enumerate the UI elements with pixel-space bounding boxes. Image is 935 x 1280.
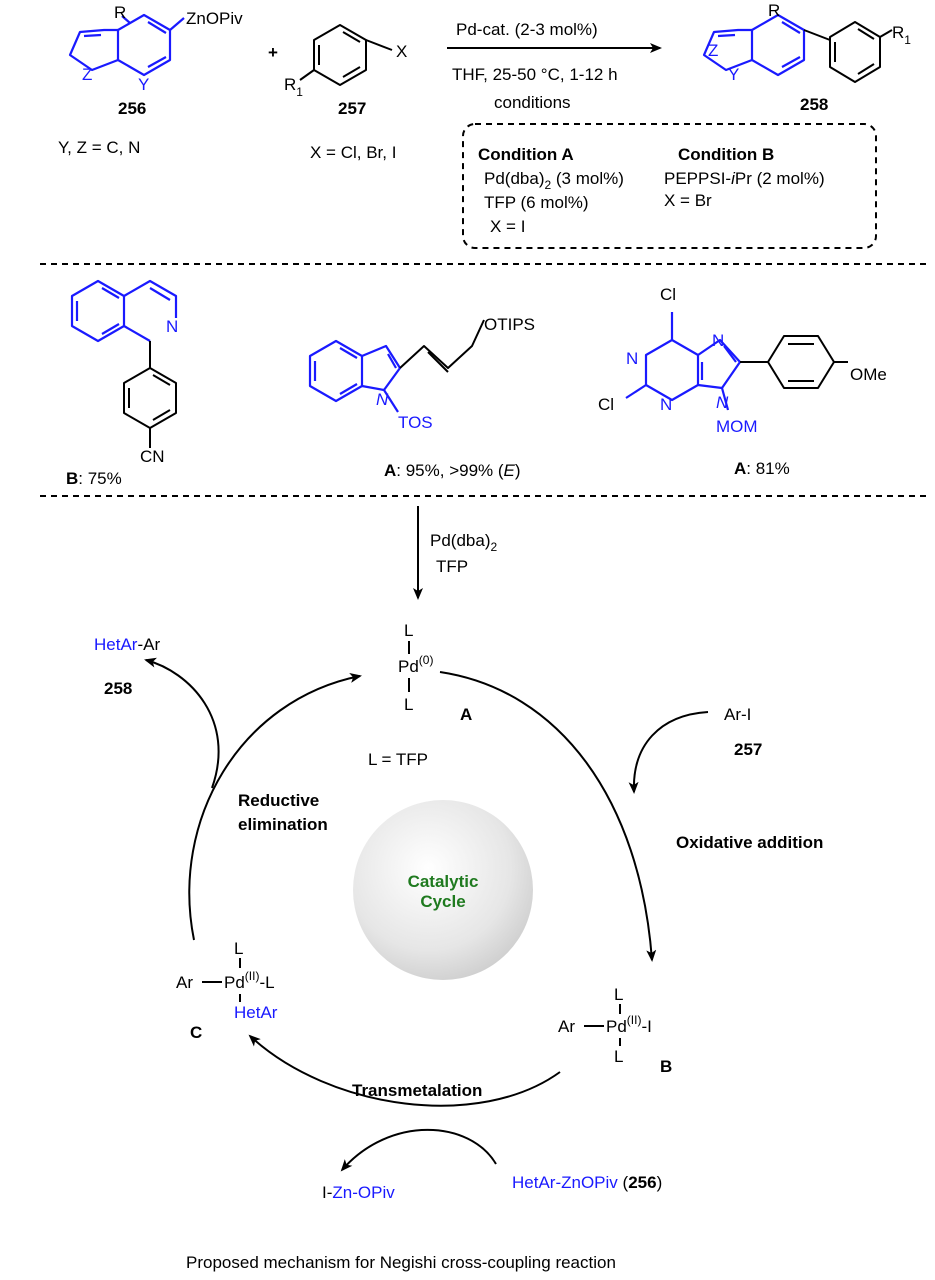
product-release-arrow xyxy=(144,657,220,789)
product-258-Y: Y xyxy=(728,65,739,84)
svg-text:L: L xyxy=(404,695,413,714)
reactant-256-note: Y, Z = C, N xyxy=(58,138,140,157)
svg-text:Pd(II)-I: Pd(II)-I xyxy=(606,1013,652,1036)
activation-ligand: TFP xyxy=(436,557,468,576)
figure-caption: Proposed mechanism for Negishi cross-cou… xyxy=(186,1253,616,1272)
pdII-complex-b: L Ar Pd(II)-I L xyxy=(558,985,652,1066)
example-isoquinoline-structure xyxy=(70,279,178,448)
conditions-box xyxy=(462,123,877,249)
svg-text:L: L xyxy=(614,985,623,1004)
arrow-conditions-ref: conditions xyxy=(494,93,571,112)
arrow-catalyst: Pd-cat. (2-3 mol%) xyxy=(456,20,598,39)
svg-text:L: L xyxy=(614,1047,623,1066)
svg-text:Pd(II)-L: Pd(II)-L xyxy=(224,969,275,992)
example-purine-N7: N xyxy=(712,331,724,350)
example-purine-N3: N xyxy=(660,395,672,414)
example-indole-yield: A: 95%, >99% (E) xyxy=(384,461,521,480)
arrow-conditions: THF, 25-50 °C, 1-12 h xyxy=(452,65,618,84)
cycle-center-line1: Catalytic xyxy=(408,872,479,891)
reductive-elimination-label2: elimination xyxy=(238,815,328,834)
example-isoquinoline-yield: B: 75% xyxy=(66,469,122,488)
ligand-definition: L = TFP xyxy=(368,750,428,769)
svg-text:Ar: Ar xyxy=(176,973,193,992)
svg-text:Ar: Ar xyxy=(558,1017,575,1036)
pdII-c-label: C xyxy=(190,1023,202,1042)
example-indole-OTIPS: OTIPS xyxy=(484,315,535,334)
ar-i-entry-arrow xyxy=(628,711,709,794)
transmetalation-label: Transmetalation xyxy=(352,1081,482,1100)
example-purine-N9: N xyxy=(716,393,729,412)
activation-reagent: Pd(dba)2 xyxy=(430,531,497,554)
reactant-256-group: ZnOPiv xyxy=(186,9,243,28)
pdII-b-label: B xyxy=(660,1057,672,1076)
zn-byproduct: I-Zn-OPiv xyxy=(322,1183,395,1202)
product-258-Z: Z xyxy=(708,41,718,60)
condition-a-line3: X = I xyxy=(490,217,525,236)
reactant-256-label: 256 xyxy=(118,99,146,118)
product-258-structure xyxy=(702,13,893,83)
reductive-elimination-arc xyxy=(188,673,362,941)
reactant-256-R: R xyxy=(114,3,126,22)
condition-b-line2: X = Br xyxy=(664,191,712,210)
condition-a-line2: TFP (6 mol%) xyxy=(484,193,589,212)
reactant-257-label: 257 xyxy=(338,99,366,118)
svg-text:L: L xyxy=(404,621,413,640)
reactant-257-R1: R1 xyxy=(284,75,303,99)
oxidative-addition-label: Oxidative addition xyxy=(676,833,823,852)
zn-reagent: HetAr-ZnOPiv (256) xyxy=(512,1173,662,1192)
svg-text:Pd(0): Pd(0) xyxy=(398,653,433,676)
catalytic-cycle-sphere xyxy=(353,800,533,980)
pd0-label: A xyxy=(460,705,472,724)
example-purine-Cl-left: Cl xyxy=(598,395,614,414)
condition-b-line1: PEPPSI-iPr (2 mol%) xyxy=(664,169,825,188)
example-purine-yield: A: 81% xyxy=(734,459,790,478)
example-indole-N: N xyxy=(376,390,389,409)
reactant-257-X: X xyxy=(396,42,407,61)
transmetalation-arc xyxy=(248,1034,561,1107)
svg-text:HetAr: HetAr xyxy=(234,1003,278,1022)
plus-sign: + xyxy=(268,43,278,62)
reductive-elimination-label1: Reductive xyxy=(238,791,319,810)
product-258-R1: R1 xyxy=(892,23,911,47)
product-release: HetAr-Ar xyxy=(94,635,160,654)
zn-exchange-arrow xyxy=(340,1129,497,1172)
example-isoquinoline-CN: CN xyxy=(140,447,165,466)
product-258-label: 258 xyxy=(800,95,828,114)
example-purine-N1: N xyxy=(626,349,638,368)
reactant-256-structure xyxy=(68,13,185,77)
example-purine-structure xyxy=(625,312,848,411)
example-indole-TOS: TOS xyxy=(398,413,433,432)
product-258-R: R xyxy=(768,1,780,20)
svg-text:L: L xyxy=(234,939,243,958)
reactant-257-note: X = Cl, Br, I xyxy=(310,143,396,162)
condition-b-title: Condition B xyxy=(678,145,774,164)
pdII-complex-c: L Ar Pd(II)-L HetAr xyxy=(176,939,278,1022)
example-purine-MOM: MOM xyxy=(716,417,758,436)
reactant-256-Y: Y xyxy=(138,75,149,94)
reactant-256-Z: Z xyxy=(82,65,92,84)
condition-a-title: Condition A xyxy=(478,145,574,164)
example-isoquinoline-N: N xyxy=(166,317,178,336)
reactant-257-structure xyxy=(299,24,393,86)
example-purine-Cl-top: Cl xyxy=(660,285,676,304)
oxidative-addition-arc xyxy=(439,671,657,962)
cycle-center-line2: Cycle xyxy=(420,892,465,911)
example-indole-structure xyxy=(308,319,485,413)
example-purine-OMe: OMe xyxy=(850,365,887,384)
pd0-complex: L Pd(0) L xyxy=(398,621,433,714)
ar-i-reagent: Ar-I xyxy=(724,705,751,724)
ar-i-label: 257 xyxy=(734,740,762,759)
product-release-label: 258 xyxy=(104,679,132,698)
condition-a-line1: Pd(dba)2 (3 mol%) xyxy=(484,169,624,192)
